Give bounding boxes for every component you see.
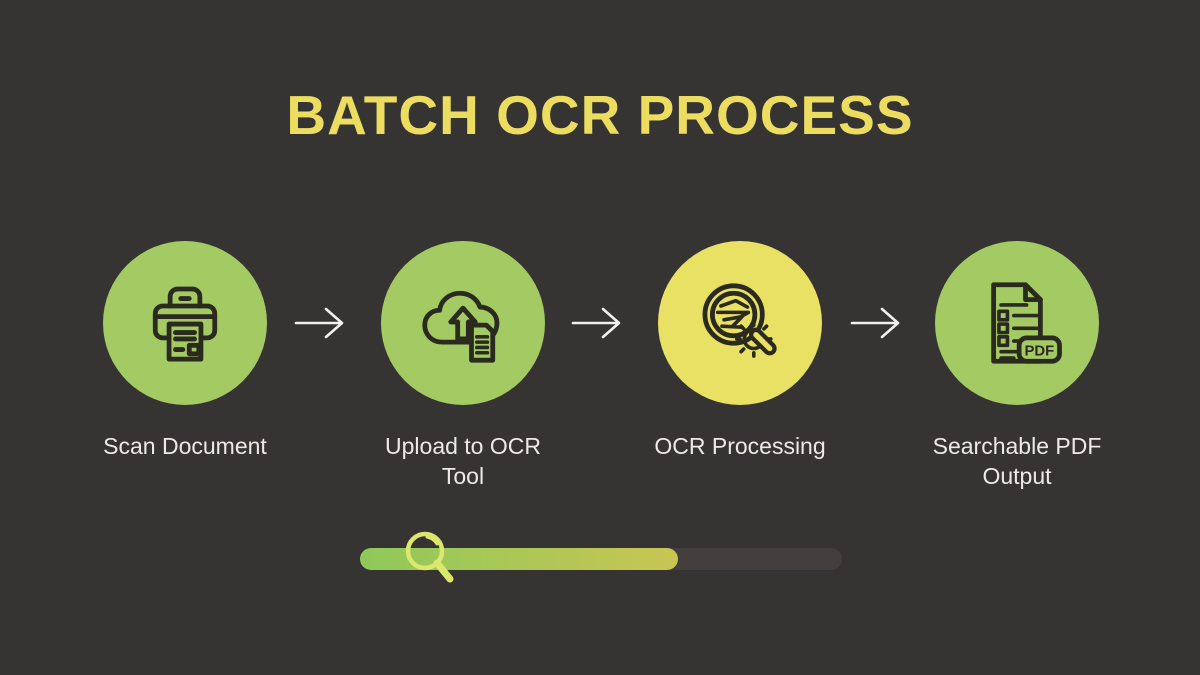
progress-bar-track[interactable] bbox=[360, 531, 842, 583]
pdf-badge-label: PDF bbox=[1024, 343, 1054, 359]
step-label: Upload to OCR Tool bbox=[385, 433, 541, 489]
printer-icon bbox=[152, 286, 218, 362]
step-circle: PDF bbox=[935, 241, 1099, 405]
step-label: Scan Document bbox=[103, 433, 267, 459]
arrow-right-icon bbox=[571, 307, 621, 339]
arrow-right-icon bbox=[294, 307, 344, 339]
step-circle bbox=[658, 241, 822, 405]
pdf-document-icon: PDF bbox=[991, 282, 1062, 364]
step-ocr-processing: OCR Processing bbox=[630, 241, 850, 461]
step-circle bbox=[103, 241, 267, 405]
ocr-magnifier-gear-icon bbox=[702, 283, 777, 358]
step-label: Searchable PDF Output bbox=[932, 433, 1102, 489]
step-label: OCR Processing bbox=[654, 433, 826, 459]
step-pdf-output: PDF Searchable PDF Output bbox=[907, 241, 1127, 491]
magnifier-marker-icon[interactable] bbox=[398, 524, 462, 588]
cloud-upload-icon bbox=[422, 290, 500, 363]
page-title: BATCH OCR PROCESS bbox=[286, 84, 914, 146]
step-circle bbox=[381, 241, 545, 405]
arrow-right-icon bbox=[850, 307, 900, 339]
step-upload: Upload to OCR Tool bbox=[353, 241, 573, 491]
step-scan-document: Scan Document bbox=[75, 241, 295, 461]
